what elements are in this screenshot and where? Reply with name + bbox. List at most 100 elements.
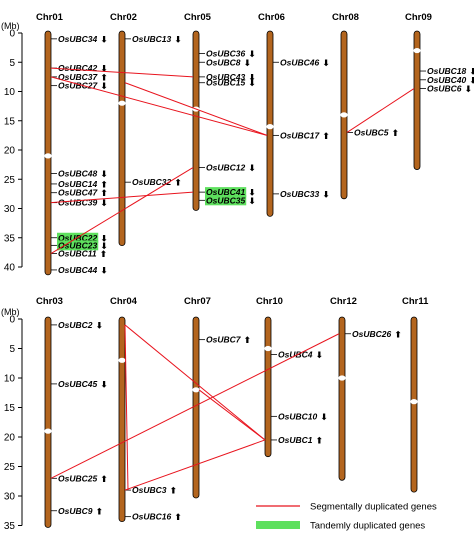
centromere xyxy=(118,100,126,106)
segmental-link xyxy=(124,324,266,441)
gene-label: OsUBC13 xyxy=(132,34,171,44)
gene-osubc13: OsUBC13⬇ xyxy=(125,34,182,45)
chromosome-name: Chr02 xyxy=(110,12,137,23)
gene-osubc14: OsUBC14⬆ xyxy=(51,179,108,190)
strand-up-arrow-icon: ⬆ xyxy=(394,330,402,340)
segmental-link xyxy=(50,76,268,136)
strand-down-arrow-icon: ⬇ xyxy=(95,321,103,331)
strand-down-arrow-icon: ⬇ xyxy=(464,85,472,95)
chromosome-bar xyxy=(264,316,272,458)
gene-label: OsUBC33 xyxy=(280,189,319,199)
y-axis-tick-label: 35 xyxy=(4,521,16,532)
chromosome-name: Chr10 xyxy=(256,296,283,307)
strand-down-arrow-icon: ⬇ xyxy=(100,234,108,244)
gene-label: OsUBC36 xyxy=(206,48,245,58)
gene-label: OsUBC26 xyxy=(352,329,391,339)
gene-label: OsUBC15 xyxy=(206,78,245,88)
chromosome-chr12: Chr12 xyxy=(330,296,357,481)
y-axis-unit: (Mb) xyxy=(1,21,20,31)
gene-label: OsUBC42 xyxy=(58,63,97,73)
gene-label: OsUBC27 xyxy=(58,81,98,91)
chromosome-name: Chr06 xyxy=(258,12,285,23)
tandem-highlight xyxy=(205,195,247,206)
gene-osubc47: OsUBC47⬆ xyxy=(51,188,108,199)
gene-osubc32: OsUBC32⬆ xyxy=(125,177,182,189)
chromosome-bar xyxy=(118,30,126,247)
gene-osubc35: OsUBC35⬇ xyxy=(199,195,256,207)
chromosome-name: Chr08 xyxy=(332,12,359,23)
gene-osubc4: OsUBC4⬇ xyxy=(271,349,323,361)
gene-osubc2: OsUBC2⬇ xyxy=(51,320,103,331)
y-axis-tick-label: 35 xyxy=(4,233,16,244)
segmental-link xyxy=(50,333,340,479)
strand-down-arrow-icon: ⬇ xyxy=(100,266,108,276)
gene-label: OsUBC5 xyxy=(354,127,389,137)
segmental-link xyxy=(124,439,266,491)
segmental-link xyxy=(50,67,194,78)
gene-label: OsUBC32 xyxy=(132,177,171,187)
centromere xyxy=(118,357,126,363)
legend-tandem-swatch xyxy=(256,521,300,529)
gene-label: OsUBC34 xyxy=(58,34,97,44)
gene-osubc17: OsUBC17⬆ xyxy=(273,130,330,142)
gene-label: OsUBC17 xyxy=(280,130,320,140)
gene-label: OsUBC7 xyxy=(206,335,242,345)
strand-down-arrow-icon: ⬇ xyxy=(100,242,108,252)
chromosome-bar xyxy=(118,316,126,523)
strand-down-arrow-icon: ⬇ xyxy=(248,79,256,89)
gene-label: OsUBC6 xyxy=(427,84,462,94)
strand-down-arrow-icon: ⬇ xyxy=(248,164,256,174)
segmental-link xyxy=(346,88,415,133)
gene-osubc48: OsUBC48⬇ xyxy=(51,168,108,180)
y-axis-tick-label: 10 xyxy=(4,374,16,385)
gene-label: OsUBC46 xyxy=(280,57,319,67)
gene-label: OsUBC25 xyxy=(58,473,97,483)
strand-up-arrow-icon: ⬆ xyxy=(322,132,330,142)
gene-label: OsUBC47 xyxy=(58,188,98,198)
strand-up-arrow-icon: ⬆ xyxy=(100,475,108,485)
strand-down-arrow-icon: ⬇ xyxy=(100,65,108,75)
strand-up-arrow-icon: ⬆ xyxy=(100,180,108,190)
chromosome-chr04: Chr04 xyxy=(110,296,138,523)
gene-osubc26: OsUBC26⬆ xyxy=(345,329,402,340)
strand-up-arrow-icon: ⬆ xyxy=(174,513,182,523)
gene-label: OsUBC14 xyxy=(58,179,97,189)
centromere xyxy=(413,47,421,54)
segmental-link xyxy=(50,191,194,204)
y-axis-tick-label: 15 xyxy=(4,116,16,127)
gene-label: OsUBC35 xyxy=(206,195,245,205)
centromere xyxy=(338,375,346,381)
gene-osubc27: OsUBC27⬇ xyxy=(51,81,108,92)
segmental-link xyxy=(198,389,266,441)
gene-osubc40: OsUBC40⬇ xyxy=(420,75,474,86)
gene-osubc11: OsUBC11⬆ xyxy=(51,249,107,260)
y-axis-tick-label: 0 xyxy=(9,29,15,40)
gene-osubc16: OsUBC16⬆ xyxy=(125,512,182,523)
chromosome-chr06: Chr06 xyxy=(258,12,285,217)
chromosome-chr07: Chr07 xyxy=(184,296,211,499)
gene-label: OsUBC3 xyxy=(132,485,167,495)
strand-up-arrow-icon: ⬆ xyxy=(174,179,182,189)
chromosome-bar xyxy=(44,316,52,528)
y-axis-tick-label: 5 xyxy=(9,58,15,69)
tandem-highlight xyxy=(57,240,99,251)
chromosome-name: Chr04 xyxy=(110,296,138,307)
legend-segmental-label: Segmentally duplicated genes xyxy=(310,502,437,513)
strand-down-arrow-icon: ⬇ xyxy=(248,189,256,199)
gene-osubc1: OsUBC1⬆ xyxy=(271,435,323,446)
strand-down-arrow-icon: ⬇ xyxy=(248,50,256,60)
chromosome-bar xyxy=(413,30,421,170)
segmental-links xyxy=(50,324,340,491)
chromosome-name: Chr05 xyxy=(184,12,212,23)
y-axis-tick-label: 25 xyxy=(4,462,16,473)
centromere xyxy=(264,345,272,352)
y-axis-tick-label: 30 xyxy=(4,492,16,503)
strand-up-arrow-icon: ⬆ xyxy=(169,487,177,497)
segmental-link xyxy=(124,324,129,491)
strand-down-arrow-icon: ⬇ xyxy=(100,35,108,45)
gene-label: OsUBC1 xyxy=(278,435,313,445)
gene-label: OsUBC44 xyxy=(58,265,97,275)
y-axis-tick-label: 20 xyxy=(4,433,16,444)
